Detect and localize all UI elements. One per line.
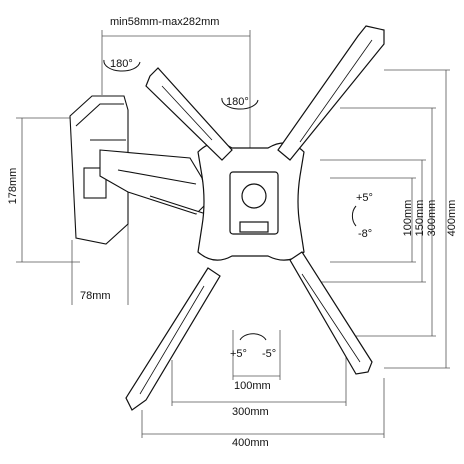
swivel-plate-label: 180° <box>226 96 249 108</box>
vesa-width-400-label: 400mm <box>232 437 269 449</box>
tilt-down-label: -8° <box>358 228 373 240</box>
level-minus-label: -5° <box>262 348 277 360</box>
vesa-width-300-label: 300mm <box>232 406 269 418</box>
vesa-arm-top-left <box>145 67 233 161</box>
swivel-arm-label: 180° <box>110 58 133 70</box>
vesa-height-300-label: 300mm <box>426 199 438 237</box>
wall-depth-label: 78mm <box>80 290 111 302</box>
vesa-width-100-label: 100mm <box>234 380 271 392</box>
level-plus-label: +5° <box>230 348 247 360</box>
tilt-up-label: +5° <box>356 192 373 204</box>
wall-height-label: 178mm <box>7 167 19 205</box>
wall-plate <box>69 95 129 245</box>
vesa-height-150-label: 150mm <box>414 199 426 237</box>
swivel-arm-arc <box>103 59 141 72</box>
vesa-height-100-label: 100mm <box>402 199 414 237</box>
arm-extension-label: min58mm-max282mm <box>110 16 220 28</box>
swivel-plate-arc <box>221 97 259 110</box>
tilt-arc <box>351 205 357 227</box>
vesa-height-400-label: 400mm <box>446 199 458 237</box>
bracket-plate <box>197 142 305 261</box>
level-arc <box>239 333 267 341</box>
vesa-arm-top-right <box>277 25 385 161</box>
vesa-arm-bottom-right <box>289 251 373 375</box>
